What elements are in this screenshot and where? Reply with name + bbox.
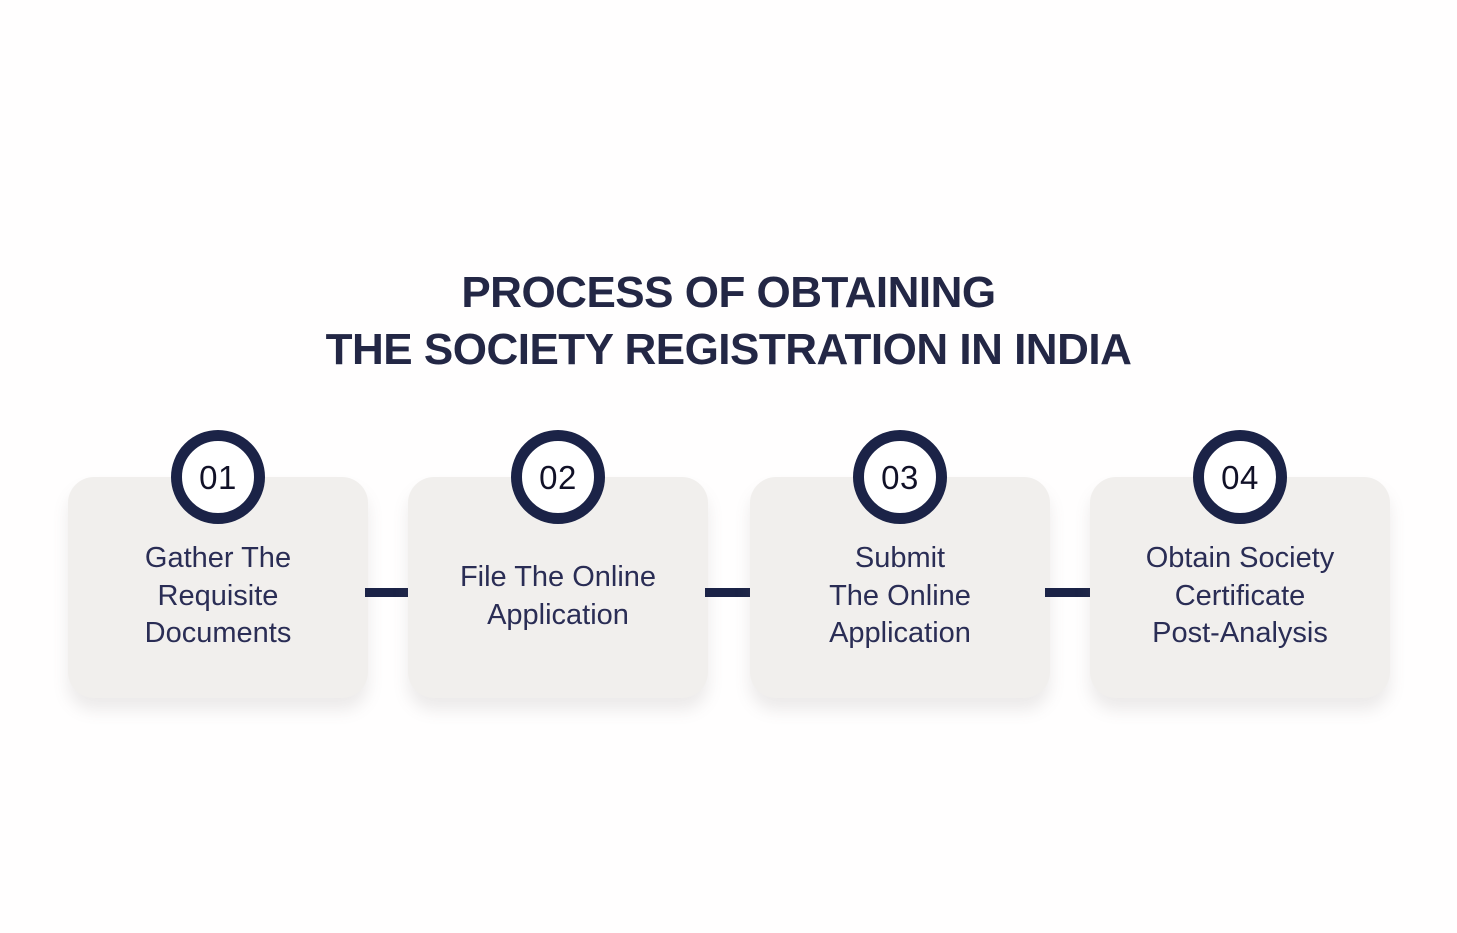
step-card-1: 01 Gather The Requisite Documents: [68, 430, 368, 698]
step-number-2: 02: [539, 458, 577, 496]
step-number-badge-2: 02: [511, 430, 605, 524]
step-number-badge-1: 01: [171, 430, 265, 524]
step-card-4: 04 Obtain Society Certificate Post-Analy…: [1090, 430, 1390, 698]
step-label-3: Submit The Online Application: [829, 542, 971, 650]
step-number-badge-3: 03: [853, 430, 947, 524]
connector-line-3: [1045, 588, 1092, 597]
step-card-2: 02 File The Online Application: [408, 430, 708, 698]
connector-line-2: [705, 588, 752, 597]
step-label-2: File The Online Application: [459, 561, 657, 631]
step-number-3: 03: [881, 458, 919, 496]
step-number-4: 04: [1221, 458, 1259, 496]
step-label-1: Gather The Requisite Documents: [144, 542, 292, 650]
step-number-badge-4: 04: [1193, 430, 1287, 524]
title-line-1: PROCESS OF OBTAINING: [461, 268, 996, 317]
step-number-1: 01: [199, 458, 237, 496]
step-label-4: Obtain Society Certificate Post-Analysis: [1145, 542, 1335, 650]
diagram-title: PROCESS OF OBTAINING THE SOCIETY REGISTR…: [0, 264, 1457, 378]
step-card-3: 03 Submit The Online Application: [750, 430, 1050, 698]
title-line-2: THE SOCIETY REGISTRATION IN INDIA: [325, 325, 1132, 374]
connector-line-1: [365, 588, 410, 597]
